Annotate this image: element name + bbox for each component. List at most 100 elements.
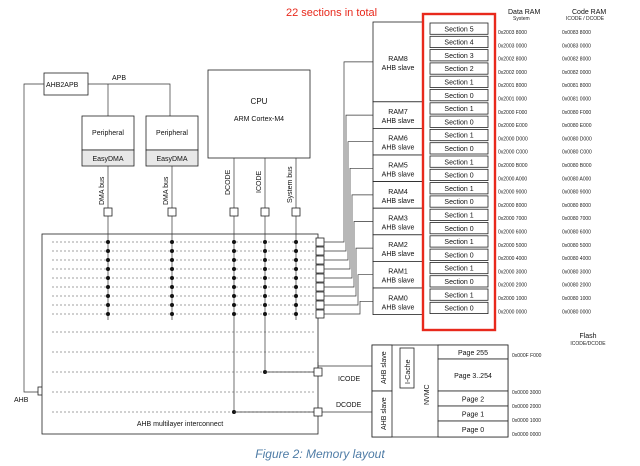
data-ram-subheader: System <box>513 16 530 22</box>
flash-page-box <box>437 358 509 392</box>
crossbar-node <box>263 294 267 298</box>
ram-section-box <box>429 128 489 142</box>
crossbar-node <box>232 267 236 271</box>
code-ram-address: 0x0082 8000 <box>562 57 591 63</box>
flash-icode-label: ICODE <box>338 376 361 383</box>
icache-box <box>399 347 415 389</box>
data-ram-address: 0x2000 8000 <box>498 203 527 209</box>
flash-ahb-slave-2-label: AHB slave <box>381 397 388 430</box>
code-ram-address: 0x0080 0000 <box>562 309 591 315</box>
ram-section-label: Section 1 <box>444 80 473 87</box>
data-ram-address: 0x2000 B000 <box>498 163 528 169</box>
crossbar-node <box>106 240 110 244</box>
ram-name-label: RAM7 <box>388 109 408 116</box>
data-ram-address: 0x2001 8000 <box>498 83 527 89</box>
ram-section-label: Section 0 <box>444 252 473 259</box>
flash-dcode-label: DCODE <box>336 402 362 409</box>
dcode-port <box>229 207 239 217</box>
ram-section-label: Section 1 <box>444 133 473 140</box>
ram-role-label: AHB slave <box>382 118 415 125</box>
ram-name-label: RAM4 <box>388 189 408 196</box>
code-ram-address: 0x0083 8000 <box>562 30 591 36</box>
crossbar-node <box>170 249 174 253</box>
code-ram-address: 0x0080 F000 <box>562 110 591 116</box>
icache-label: I-Cache <box>405 359 412 384</box>
ahb-interconnect-label: AHB multilayer interconnect <box>137 421 223 428</box>
crossbar-node <box>294 294 298 298</box>
code-ram-address: 0x0080 8000 <box>562 203 591 209</box>
ram-section-box <box>429 222 489 235</box>
ram-name-label: RAM1 <box>388 269 408 276</box>
ram-section-label: Section 3 <box>444 53 473 60</box>
code-ram-address: 0x0080 3000 <box>562 269 591 275</box>
ram-section-label: Section 1 <box>444 159 473 166</box>
crossbar-node <box>263 285 267 289</box>
data-ram-address: 0x2002 0000 <box>498 70 527 76</box>
flash-subtitle: ICODE/DCODE <box>570 341 606 347</box>
ram-section-box <box>429 235 489 248</box>
ram-section-box <box>429 182 489 195</box>
crossbar-node <box>263 240 267 244</box>
ram-section-box <box>429 89 489 102</box>
ram-section-label: Section 0 <box>444 146 473 153</box>
crossbar-node <box>263 258 267 262</box>
data-ram-address: 0x2002 8000 <box>498 57 527 63</box>
crossbar-node <box>294 285 298 289</box>
code-ram-header: Code RAM <box>572 9 606 16</box>
crossbar-node <box>170 294 174 298</box>
slave-port <box>315 300 325 310</box>
data-ram-address: 0x2000 9000 <box>498 190 527 196</box>
ram-section-label: Section 0 <box>444 226 473 233</box>
nvmc-label: NVMC <box>424 384 431 405</box>
slave-port <box>315 255 325 265</box>
slave-port <box>315 264 325 274</box>
crossbar-node <box>232 276 236 280</box>
ram-section-label: Section 4 <box>444 40 473 47</box>
crossbar-node <box>232 294 236 298</box>
flash-address: 0x0000 2000 <box>512 404 541 410</box>
ram-connection-line <box>324 114 373 252</box>
ram-block-ram1 <box>372 260 424 289</box>
code-ram-address: 0x0080 4000 <box>562 256 591 262</box>
ram-role-label: AHB slave <box>382 278 415 285</box>
crossbar-node <box>106 267 110 271</box>
ram-section-box <box>429 142 489 155</box>
data-ram-address: 0x2000 0000 <box>498 309 527 315</box>
code-ram-address: 0x0080 5000 <box>562 243 591 249</box>
ram-section-label: Section 0 <box>444 306 473 313</box>
sections-highlight-frame <box>421 12 497 332</box>
ram-section-label: Section 0 <box>444 173 473 180</box>
code-ram-address: 0x0083 0000 <box>562 43 591 49</box>
code-ram-address: 0x0080 1000 <box>562 296 591 302</box>
peripheral-1-box <box>81 115 135 151</box>
flash-title: Flash <box>579 333 596 340</box>
crossbar-node <box>170 303 174 307</box>
flash-address: 0x0000 0000 <box>512 432 541 438</box>
figure-caption: Figure 2: Memory layout <box>255 447 385 461</box>
ram-name-label: RAM0 <box>388 295 408 302</box>
ram-connection-line <box>324 300 373 315</box>
crossbar-node <box>294 267 298 271</box>
dcode-bus-label: DCODE <box>225 169 232 195</box>
ram-name-label: RAM3 <box>388 216 408 223</box>
code-ram-address: 0x0081 8000 <box>562 83 591 89</box>
code-ram-address: 0x0080 9000 <box>562 190 591 196</box>
dma-bus-1-port <box>103 207 113 217</box>
sections-annotation: 22 sections in total <box>286 7 377 19</box>
ram-section-box <box>429 248 489 261</box>
crossbar-node <box>232 303 236 307</box>
flash-address: 0x0000 1000 <box>512 418 541 424</box>
crossbar-node <box>106 276 110 280</box>
code-ram-address: 0x0080 E000 <box>562 123 592 129</box>
ram-section-box <box>429 261 489 275</box>
flash-page-box <box>437 420 509 438</box>
ram-connection-line <box>324 247 373 297</box>
data-ram-address: 0x2000 3000 <box>498 269 527 275</box>
ram-section-label: Section 0 <box>444 199 473 206</box>
crossbar-node <box>263 303 267 307</box>
cpu-box <box>207 69 311 159</box>
flash-page-label: Page 3..254 <box>454 373 492 380</box>
ram-section-box <box>429 35 489 48</box>
